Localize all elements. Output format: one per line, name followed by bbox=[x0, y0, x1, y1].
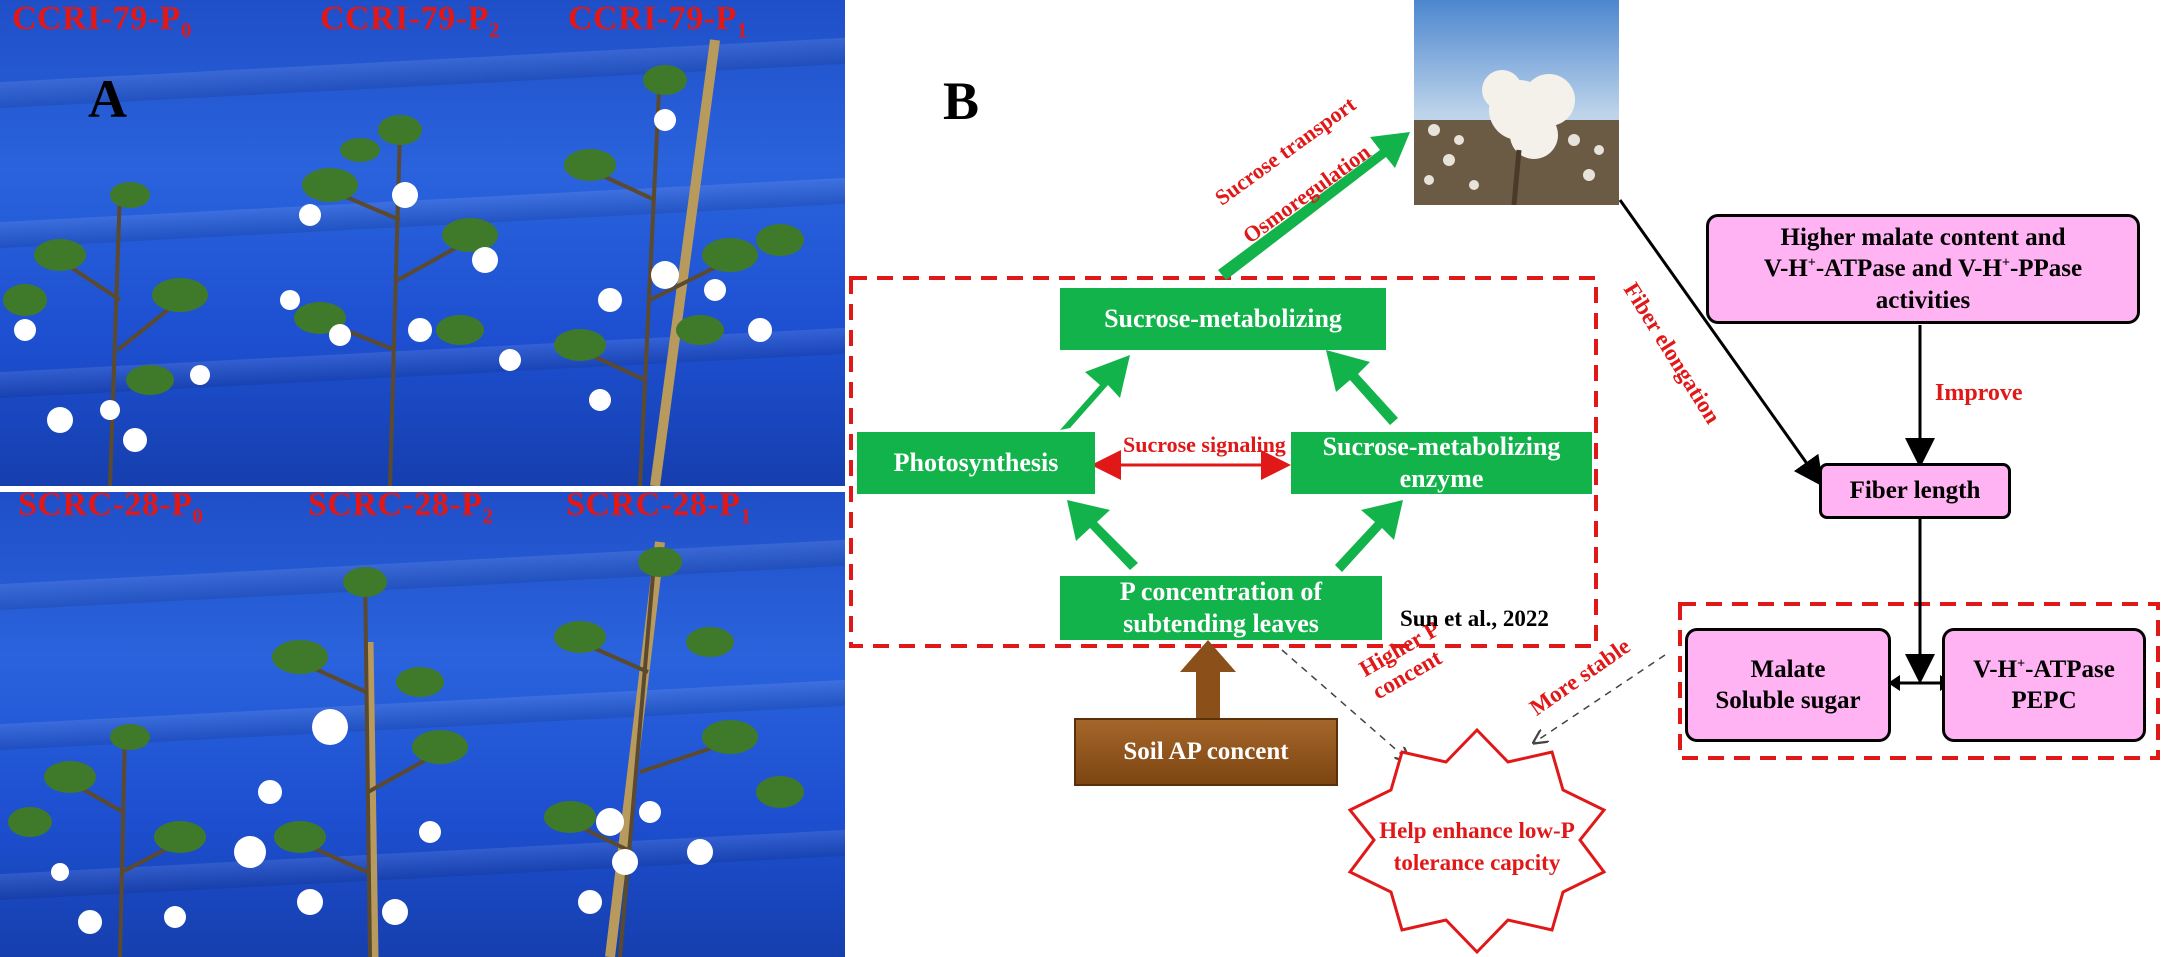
box-p-concentration-line2: subtending leaves bbox=[1123, 609, 1319, 638]
box-photosynthesis: Photosynthesis bbox=[857, 432, 1095, 494]
photo-top-ccri79: CCRI-79-P0 CCRI-79-P2 CCRI-79-P1 A bbox=[0, 0, 845, 486]
green-arrow-sucrose-transport bbox=[1218, 132, 1410, 280]
dashed-arrow-higher-p bbox=[1281, 649, 1408, 760]
cotton-plants-illustration bbox=[3, 39, 804, 486]
cultivar-label-ccri79-p1: CCRI-79-P1 bbox=[568, 0, 748, 42]
arrow-fiber-elongation bbox=[1618, 199, 1824, 487]
box-higher-malate: Higher malate content and V-H+-ATPase an… bbox=[1706, 214, 2140, 324]
box-vh-atpase-pepc: V-H+-ATPase PEPC bbox=[1942, 628, 2146, 742]
box-fiber-length: Fiber length bbox=[1819, 463, 2011, 519]
box-sucrose-enzyme: Sucrose-metabolizing enzyme bbox=[1291, 432, 1592, 494]
cultivar-label-scrc28-p0: SCRC-28-P0 bbox=[18, 492, 204, 528]
green-arrow-photosynthesis-up bbox=[1060, 355, 1130, 430]
green-arrow-pconc-enzyme bbox=[1335, 500, 1403, 572]
box-soil-ap: Soil AP concent bbox=[1074, 718, 1338, 786]
photo-bottom-scrc28: SCRC-28-P0 SCRC-28-P2 SCRC-28-P1 bbox=[0, 492, 845, 957]
box-higher-malate-line2: V-H+-ATPase and V-H+-PPase bbox=[1763, 255, 2083, 283]
cultivar-label-ccri79-p2: CCRI-79-P2 bbox=[320, 0, 500, 42]
box-vh-line2: PEPC bbox=[2011, 687, 2077, 714]
box-p-concentration-line1: P concentration of bbox=[1119, 576, 1323, 606]
box-sucrose-enzyme-line1: Sucrose-metabolizing bbox=[1322, 431, 1561, 461]
starburst-text: Help enhance low-P tolerance capcity bbox=[1367, 815, 1587, 879]
dashed-arrow-more-stable bbox=[1535, 654, 1666, 742]
label-sucrose-signaling: Sucrose signaling bbox=[1123, 432, 1286, 457]
box-sucrose-metabolizing: Sucrose-metabolizing bbox=[1060, 288, 1386, 350]
label-improve: Improve bbox=[1935, 380, 2023, 406]
box-p-concentration: P concentration of subtending leaves bbox=[1060, 576, 1382, 640]
green-arrow-pconc-photosynthesis bbox=[1067, 500, 1138, 570]
brown-arrow-soil-up bbox=[1180, 640, 1236, 718]
cultivar-label-scrc28-p2: SCRC-28-P2 bbox=[308, 492, 494, 528]
starburst-text-line1: Help enhance low-P bbox=[1379, 818, 1575, 843]
cultivar-label-ccri79-p0: CCRI-79-P0 bbox=[12, 0, 192, 42]
citation-text: Sun et al., 2022 bbox=[1400, 606, 1549, 631]
box-higher-malate-line3: activities bbox=[1875, 286, 1971, 314]
cultivar-label-scrc28-p1: SCRC-28-P1 bbox=[566, 492, 752, 528]
cotton-plants-illustration bbox=[8, 541, 804, 957]
panel-label-b: B bbox=[943, 71, 980, 131]
starburst-text-line2: tolerance capcity bbox=[1393, 850, 1561, 876]
panel-label-a: A bbox=[88, 69, 127, 129]
cotton-boll-photo bbox=[1414, 0, 1619, 205]
box-malate-soluble-sugar: Malate Soluble sugar bbox=[1685, 628, 1891, 742]
box-malate-line2: Soluble sugar bbox=[1715, 687, 1861, 714]
box-vh-line1: V-H+-ATPase bbox=[1973, 655, 2115, 683]
tolerance-starburst bbox=[1347, 727, 1607, 955]
green-arrow-enzyme-up bbox=[1326, 350, 1398, 425]
dashed-frame-sun2022 bbox=[849, 276, 1598, 648]
box-higher-malate-line1: Higher malate content and bbox=[1780, 224, 2066, 252]
box-malate-line1: Malate bbox=[1750, 655, 1826, 683]
box-sucrose-enzyme-line2: enzyme bbox=[1399, 464, 1484, 493]
